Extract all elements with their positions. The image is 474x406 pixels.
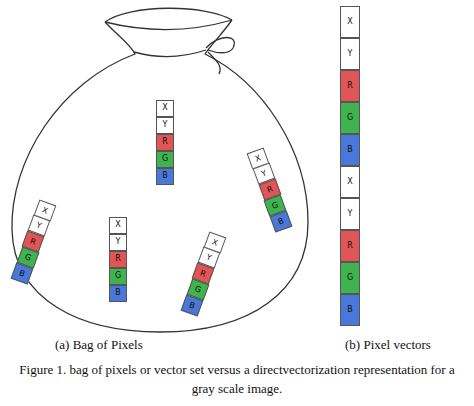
cell-letter: Y	[205, 253, 212, 262]
cell-letter: R	[347, 82, 353, 90]
cell-letter: G	[347, 114, 353, 122]
cell-letter: X	[41, 205, 49, 214]
cell-letter: X	[162, 104, 167, 112]
pixel-cell: B	[340, 134, 360, 166]
pixel-cell: Y	[109, 234, 127, 251]
cell-letter: B	[277, 217, 285, 226]
pixel-cell: B	[109, 285, 127, 302]
cell-letter: B	[115, 289, 121, 297]
cell-letter: X	[347, 178, 352, 186]
cell-letter: X	[347, 18, 352, 26]
cell-letter: B	[18, 269, 26, 278]
cell-letter: Y	[348, 210, 353, 218]
pixel-cell: Y	[156, 117, 174, 134]
bag-rim	[105, 8, 232, 22]
caption-text: Figure 1. bag of pixels or vector set ve…	[19, 362, 454, 396]
pixel-cell: X	[109, 217, 127, 234]
tie-loop	[206, 38, 234, 53]
pixel-cell: G	[109, 268, 127, 285]
cell-letter: G	[347, 274, 353, 282]
cell-letter: B	[188, 301, 196, 310]
cell-letter: R	[115, 255, 121, 263]
pixel-cell: R	[156, 134, 174, 151]
cell-letter: X	[115, 221, 120, 229]
pixel-cell: R	[340, 230, 360, 262]
pixel-cell: G	[340, 102, 360, 134]
cell-letter: Y	[116, 238, 121, 246]
cell-letter: Y	[163, 121, 168, 129]
cell-letter: G	[271, 201, 280, 211]
pixel-cell: G	[340, 262, 360, 294]
cell-letter: B	[347, 306, 353, 314]
figure-caption: Figure 1. bag of pixels or vector set ve…	[12, 360, 462, 398]
pixel-cell: B	[340, 294, 360, 326]
cell-letter: R	[29, 237, 37, 246]
pixel-cell: X	[340, 6, 360, 38]
bag-body	[12, 20, 308, 332]
pixel-cell: R	[109, 251, 127, 268]
pixel-cell: Y	[340, 38, 360, 70]
label-text: (b) Pixel vectors	[345, 337, 431, 352]
pixel-cell: R	[340, 70, 360, 102]
cell-letter: Y	[348, 50, 353, 58]
tie-end	[208, 52, 220, 74]
cell-letter: X	[254, 153, 262, 162]
pixel-cell: X	[156, 100, 174, 117]
cell-letter: R	[347, 242, 353, 250]
cell-letter: G	[162, 155, 168, 163]
cell-letter: B	[162, 172, 168, 180]
subfigure-label: (b) Pixel vectors	[345, 337, 431, 353]
cell-letter: X	[211, 237, 219, 246]
bag-rim-inner	[105, 20, 232, 30]
pixel-cell: Y	[340, 198, 360, 230]
cell-letter: B	[347, 146, 353, 154]
pixel-cell: G	[156, 151, 174, 168]
cell-letter: Y	[260, 169, 267, 178]
cell-letter: R	[199, 269, 207, 278]
pixel-cell: B	[156, 168, 174, 185]
cell-letter: R	[162, 138, 168, 146]
bag-tie	[134, 50, 206, 57]
cell-letter: R	[266, 185, 274, 194]
cell-letter: G	[193, 285, 202, 295]
subfigure-label: (a) Bag of Pixels	[55, 337, 143, 353]
pixel-cell: B	[270, 211, 293, 233]
label-text: (a) Bag of Pixels	[55, 337, 143, 352]
cell-letter: Y	[35, 221, 42, 230]
pixel-cell: X	[340, 166, 360, 198]
cell-letter: G	[23, 253, 32, 263]
cell-letter: G	[115, 272, 121, 280]
